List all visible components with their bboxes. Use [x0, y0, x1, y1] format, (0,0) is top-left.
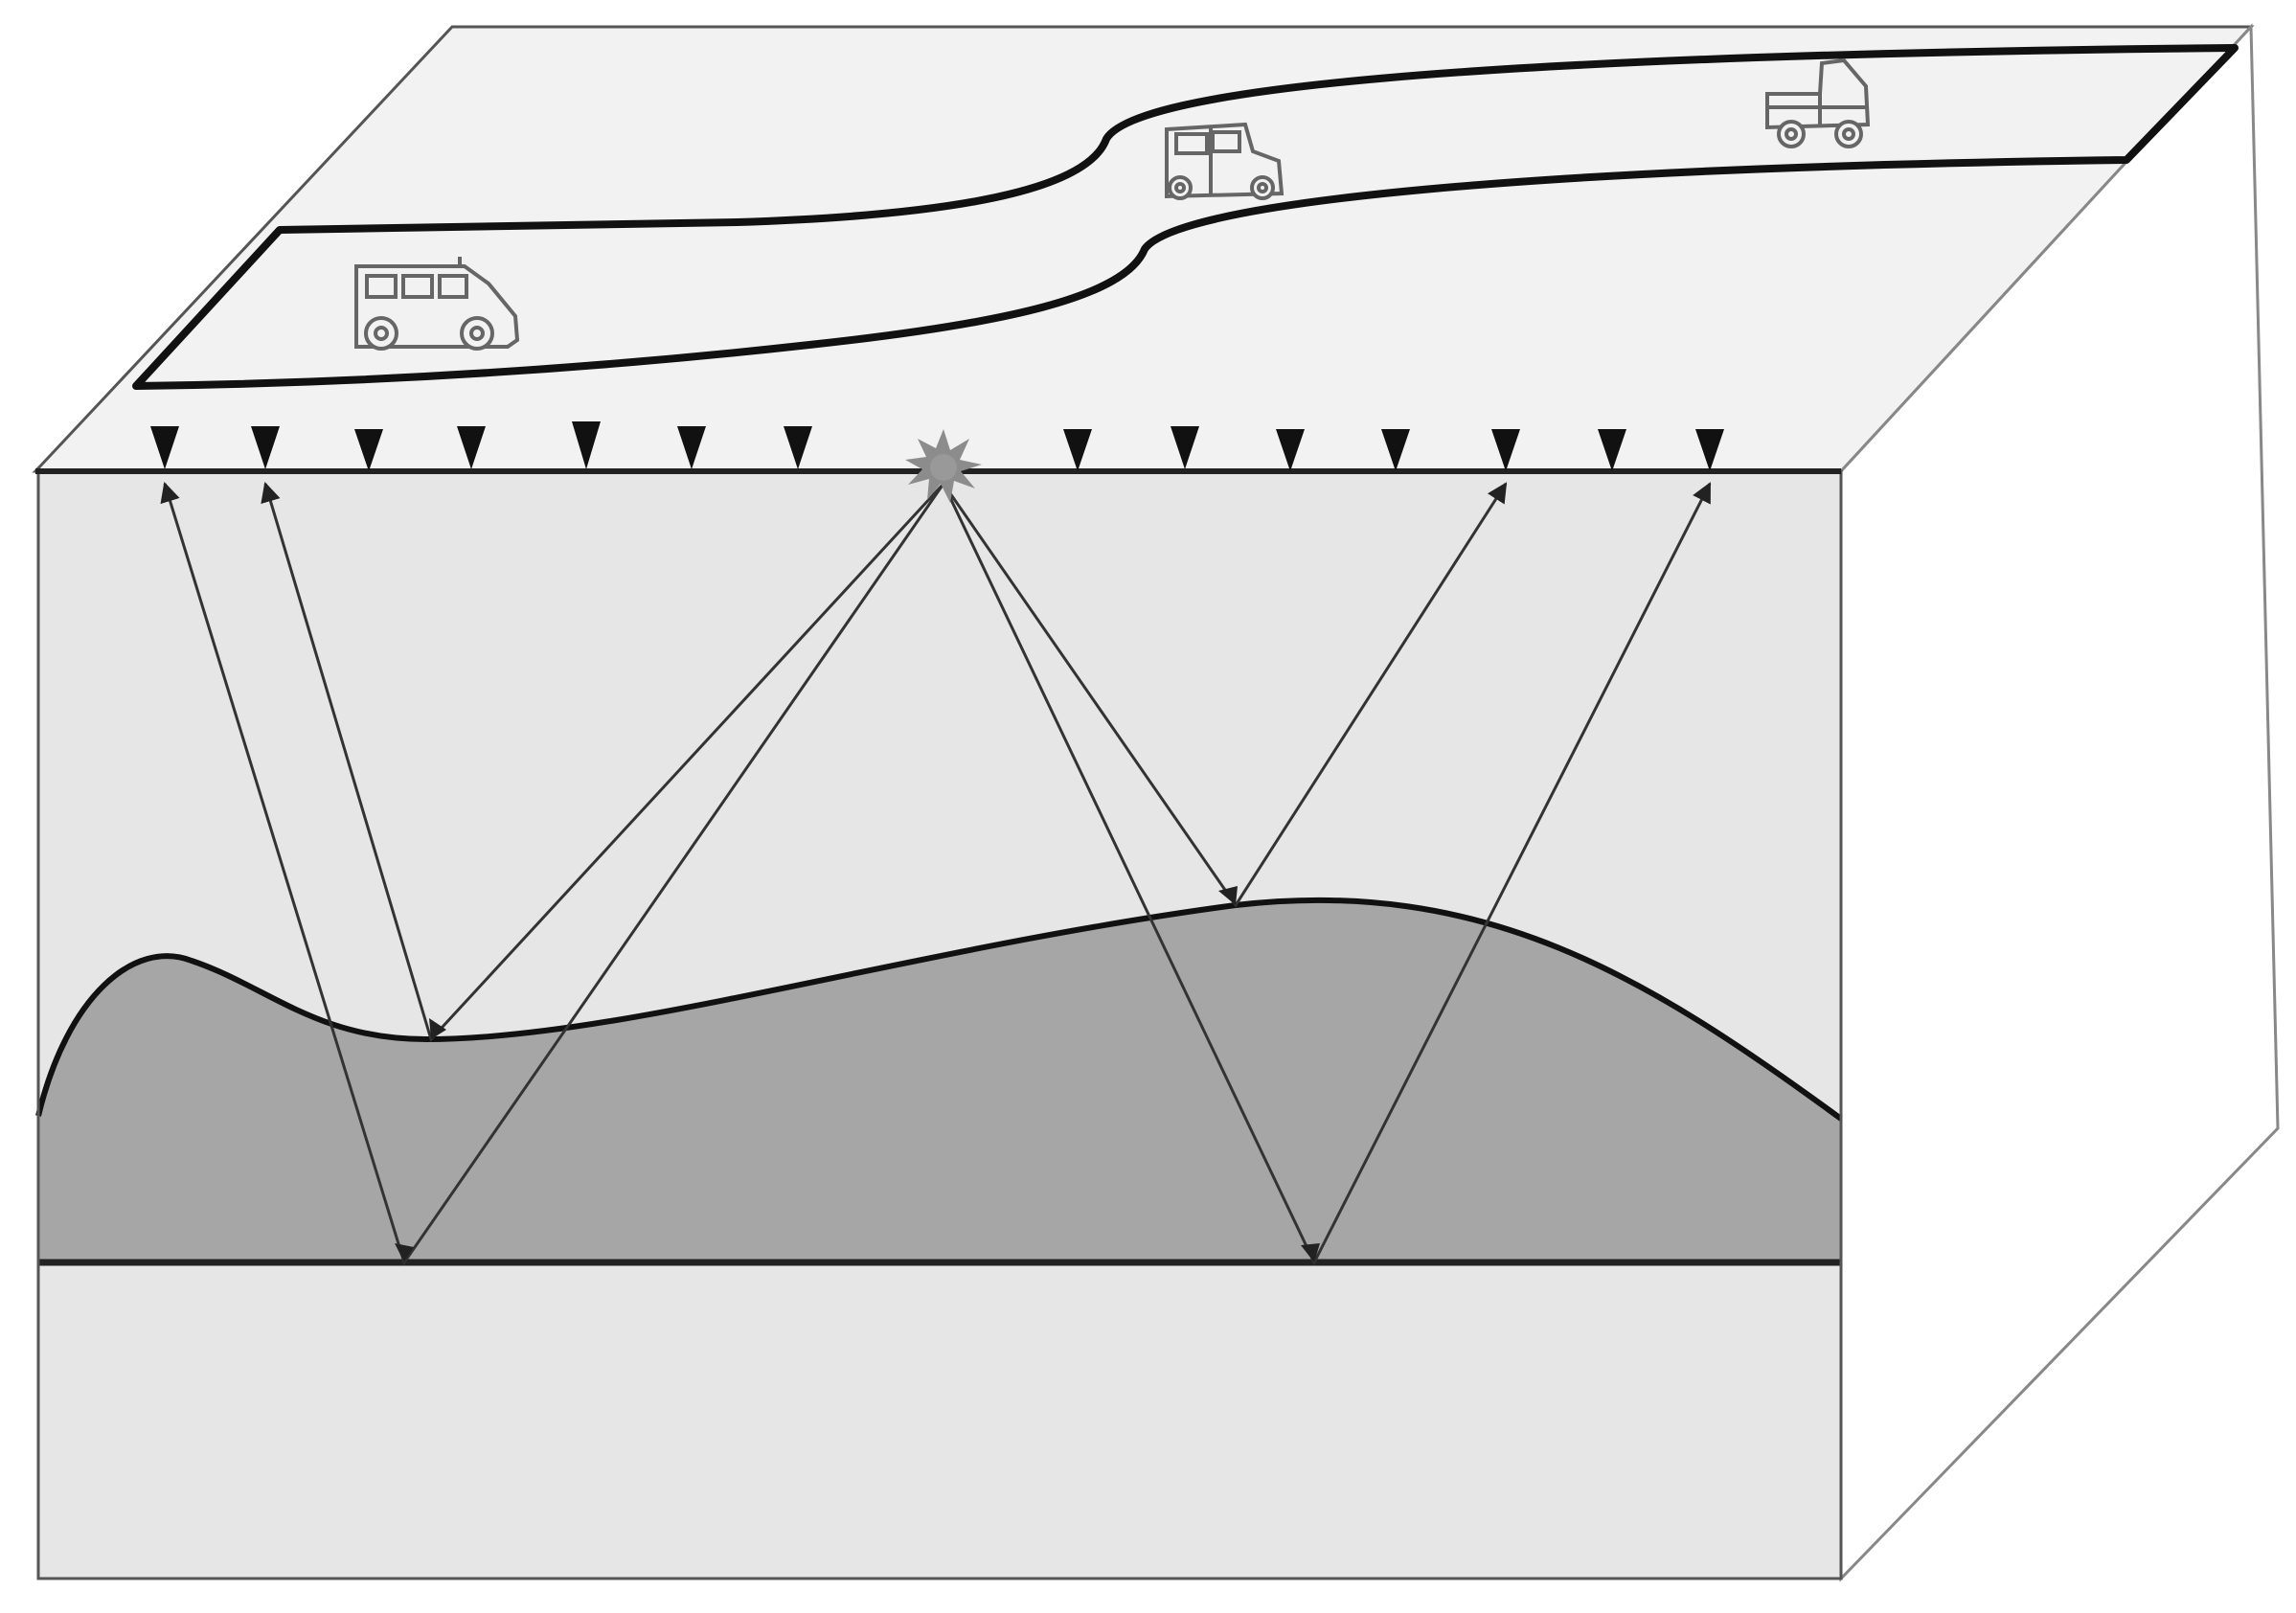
geophone-triangle-icon: [354, 429, 383, 471]
geophone-triangle-icon: [1171, 426, 1199, 469]
road: [132, 44, 2239, 390]
geophone-triangle-icon: [251, 426, 280, 469]
geophone-triangle-icon: [457, 426, 486, 469]
reflection-arrowheads: [395, 886, 1320, 1262]
van-icon: [354, 257, 520, 351]
lower-layer: [38, 1262, 1841, 1579]
receiver-array: [150, 421, 1724, 471]
geophone-triangle-icon: [572, 421, 601, 469]
geophone-triangle-icon: [1276, 429, 1305, 471]
source-center: [930, 454, 957, 481]
geophone-triangle-icon: [1695, 429, 1724, 471]
geophone-triangle-icon: [1381, 429, 1410, 471]
geophone-triangle-icon: [677, 426, 706, 469]
utility-vehicle-icon: [1165, 122, 1284, 200]
middle-layer: [38, 899, 1841, 1262]
geophone-triangle-icon: [1491, 429, 1520, 471]
geophone-triangle-icon: [1598, 429, 1626, 471]
geophone-triangle-icon: [1063, 429, 1092, 471]
geophone-triangle-icon: [784, 426, 812, 469]
pickup-truck-icon: [1765, 57, 1871, 148]
geophone-triangle-icon: [150, 426, 179, 469]
curved-reflector: [35, 897, 1843, 1122]
